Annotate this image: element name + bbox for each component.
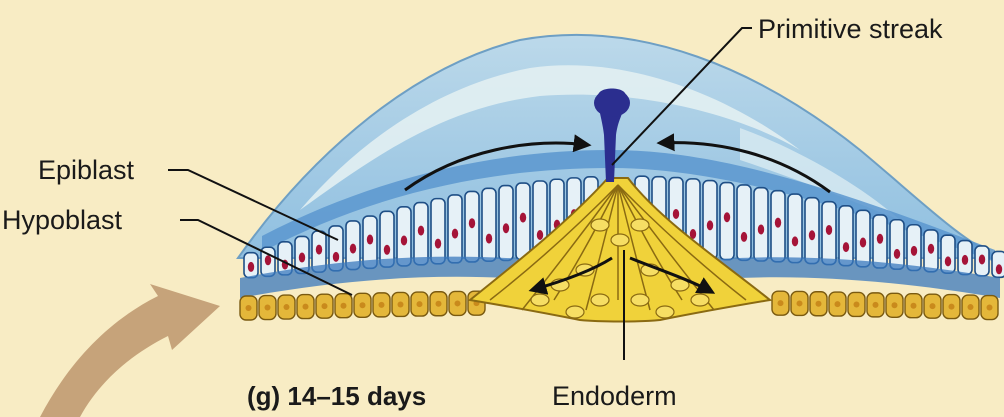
cell-nucleus — [246, 305, 252, 311]
cell-nucleus — [322, 303, 328, 309]
cell-nucleus — [816, 301, 822, 307]
cell-nucleus — [968, 304, 974, 310]
epiblast-cell — [703, 181, 717, 260]
cell-nucleus — [741, 232, 747, 242]
cell-nucleus — [303, 304, 309, 310]
cell-nucleus — [537, 230, 543, 240]
cell-nucleus — [384, 245, 390, 255]
cell-nucleus — [945, 256, 951, 266]
cell-nucleus — [707, 220, 713, 230]
migrating-cell — [566, 306, 584, 318]
cell-nucleus — [452, 229, 458, 239]
cell-nucleus — [360, 302, 366, 308]
cell-nucleus — [930, 303, 936, 309]
cell-nucleus — [724, 212, 730, 222]
migrating-cell — [531, 294, 549, 306]
cell-nucleus — [299, 253, 305, 263]
cell-nucleus — [949, 304, 955, 310]
label-hypoblast: Hypoblast — [2, 205, 123, 235]
cell-nucleus — [435, 239, 441, 249]
cell-nucleus — [860, 237, 866, 247]
cell-nucleus — [248, 262, 254, 272]
curved-tan-arrow-icon — [40, 284, 220, 417]
label-epiblast: Epiblast — [38, 155, 135, 185]
cell-nucleus — [758, 224, 764, 234]
cell-nucleus — [284, 304, 290, 310]
cell-nucleus — [455, 300, 461, 306]
cell-nucleus — [341, 303, 347, 309]
cell-nucleus — [979, 254, 985, 264]
cell-nucleus — [809, 230, 815, 240]
cell-nucleus — [873, 302, 879, 308]
epiblast-cell — [499, 186, 513, 261]
label-endoderm: Endoderm — [552, 381, 677, 411]
migrating-cell — [691, 294, 709, 306]
label-primitive-streak: Primitive streak — [758, 14, 943, 44]
epiblast-cell — [431, 199, 445, 264]
cell-nucleus — [436, 301, 442, 307]
cell-nucleus — [835, 301, 841, 307]
cell-nucleus — [673, 209, 679, 219]
cell-nucleus — [911, 246, 917, 256]
cell-nucleus — [987, 305, 993, 311]
epiblast-cell — [788, 194, 802, 263]
cell-nucleus — [877, 234, 883, 244]
cell-nucleus — [265, 255, 271, 265]
cell-nucleus — [520, 213, 526, 223]
cell-nucleus — [486, 234, 492, 244]
cell-nucleus — [367, 235, 373, 245]
caption: (g) 14–15 days — [247, 381, 426, 411]
cell-nucleus — [265, 305, 271, 311]
cell-nucleus — [996, 264, 1002, 274]
cell-nucleus — [843, 242, 849, 252]
epiblast-cell — [839, 206, 853, 266]
primitive-node — [594, 89, 630, 117]
migrating-cell — [611, 234, 629, 246]
epiblast-cell — [890, 220, 904, 269]
epiblast-cell — [737, 185, 751, 260]
migrating-cell — [656, 306, 674, 318]
epiblast-cell — [941, 235, 955, 273]
cell-nucleus — [398, 301, 404, 307]
migrating-cell — [591, 294, 609, 306]
cell-nucleus — [333, 252, 339, 262]
cell-nucleus — [797, 300, 803, 306]
cell-nucleus — [469, 218, 475, 228]
epiblast-cell — [482, 188, 496, 261]
migrating-cell — [631, 294, 649, 306]
cell-nucleus — [892, 302, 898, 308]
cell-nucleus — [401, 236, 407, 246]
cell-nucleus — [854, 301, 860, 307]
cell-nucleus — [928, 244, 934, 254]
cell-nucleus — [911, 303, 917, 309]
cell-nucleus — [350, 244, 356, 254]
migrating-cell — [631, 219, 649, 231]
cell-nucleus — [778, 300, 784, 306]
cell-nucleus — [792, 236, 798, 246]
cell-nucleus — [962, 255, 968, 265]
cell-nucleus — [503, 223, 509, 233]
cell-nucleus — [775, 218, 781, 228]
epiblast-cell — [754, 188, 768, 261]
cell-nucleus — [418, 226, 424, 236]
cell-nucleus — [826, 225, 832, 235]
cell-nucleus — [894, 249, 900, 259]
cell-nucleus — [417, 301, 423, 307]
cell-nucleus — [379, 302, 385, 308]
migrating-cell — [591, 219, 609, 231]
cell-nucleus — [316, 245, 322, 255]
